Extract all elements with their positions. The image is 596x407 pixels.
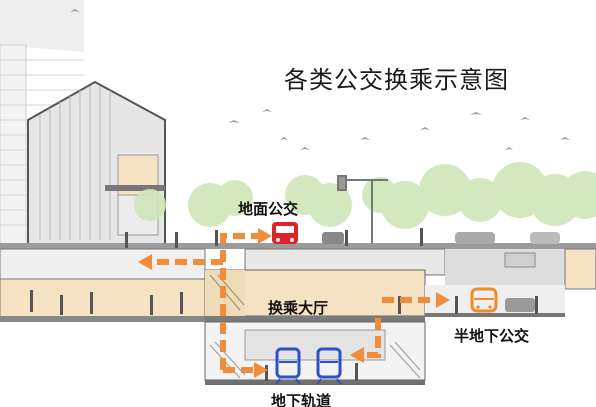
- train-icons: [275, 347, 342, 385]
- label-semi-underground-bus: 半地下公交: [454, 327, 530, 345]
- person-icons: [30, 228, 538, 381]
- label-underground-rail: 地下轨道: [271, 392, 332, 407]
- gabled-building: [27, 80, 166, 246]
- ground-level: [0, 243, 596, 322]
- car-icons: [322, 232, 560, 312]
- transfer-hall-structure: [204, 269, 426, 322]
- trees: [134, 162, 596, 229]
- street-lamp: [337, 175, 388, 245]
- label-surface-bus: 地面公交: [238, 200, 299, 218]
- surface-bus-icon: [272, 222, 298, 244]
- semi-bus-icon: [470, 287, 498, 313]
- transfer-arrows: [148, 233, 440, 373]
- arrow-heads: [138, 228, 450, 378]
- diagram-title: 各类公交换乘示意图: [284, 66, 509, 94]
- label-transfer-hall: 换乘大厅: [268, 299, 329, 317]
- platform-level: [204, 321, 426, 385]
- bird-icons: [70, 9, 570, 150]
